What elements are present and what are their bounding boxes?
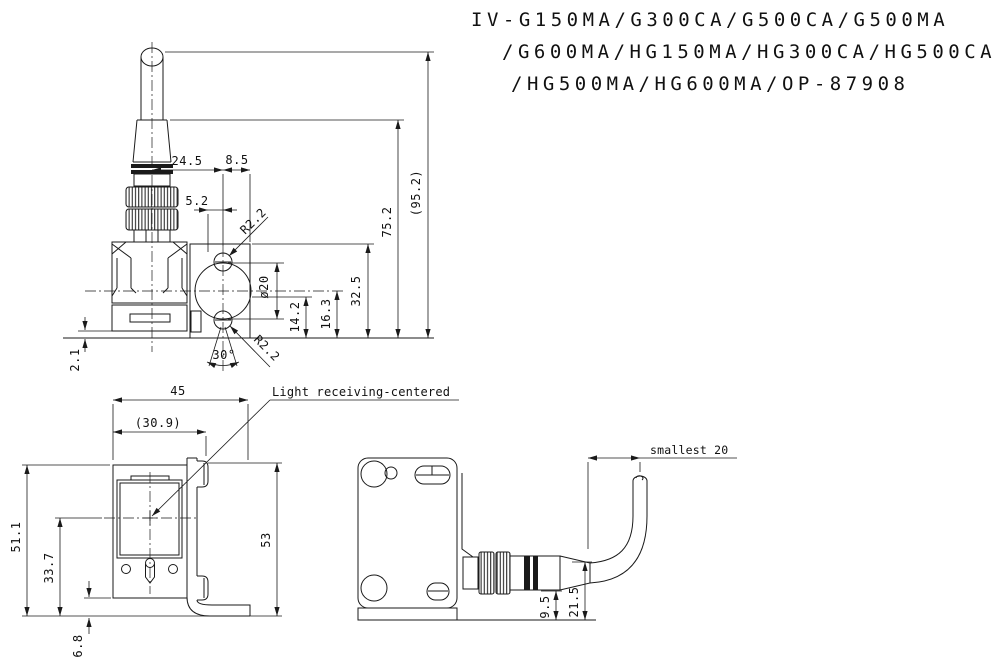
- dim-8-5: 8.5: [225, 153, 248, 167]
- dim-24-5: 24.5: [172, 154, 203, 168]
- light-receiving-callout: Light receiving-centered: [272, 385, 450, 399]
- dim-95-2: (95.2): [409, 170, 423, 216]
- dim-6-8: 6.8: [71, 634, 85, 657]
- top-view: 24.5 8.5 5.2 R2.2 ø20 14.2 16.3 32.5 75.…: [63, 42, 434, 374]
- dim-2-1: 2.1: [68, 348, 82, 371]
- dim-51-1: 51.1: [9, 522, 23, 553]
- model-title-line1: IV-G150MA/G300CA/G500CA/G500MA: [471, 9, 949, 31]
- dim-33-7: 33.7: [42, 553, 56, 584]
- dim-14-2: 14.2: [288, 302, 302, 333]
- dim-16-3: 16.3: [319, 299, 333, 330]
- dim-5-2: 5.2: [185, 194, 208, 208]
- dim-53: 53: [259, 532, 273, 547]
- knurled-ring: [495, 551, 511, 595]
- dim-angle-30: 30°: [212, 348, 235, 362]
- dim-radius-bottom: R2.2: [251, 332, 283, 364]
- knurled-ring: [478, 551, 495, 595]
- dim-bend-radius: smallest 20: [650, 443, 728, 457]
- model-title-line3: /HG500MA/HG600MA/OP-87908: [511, 73, 909, 95]
- dim-30-9: (30.9): [135, 416, 181, 430]
- side-view: smallest 20 9.5 21.5: [357, 443, 737, 621]
- cable: [589, 481, 634, 564]
- model-title-line2: /G600MA/HG150MA/HG300CA/HG500CA: [502, 41, 996, 63]
- dim-diameter: ø20: [257, 275, 271, 298]
- front-view: 45 (30.9) 51.1 33.7 6.8 53 Light receivi…: [9, 384, 459, 658]
- dim-21-5: 21.5: [567, 587, 581, 618]
- model-title: IV-G150MA/G300CA/G500CA/G500MA /G600MA/H…: [471, 9, 996, 95]
- dim-75-2: 75.2: [380, 207, 394, 238]
- dim-9-5: 9.5: [538, 595, 552, 618]
- dim-32-5: 32.5: [349, 276, 363, 307]
- dim-45: 45: [170, 384, 185, 398]
